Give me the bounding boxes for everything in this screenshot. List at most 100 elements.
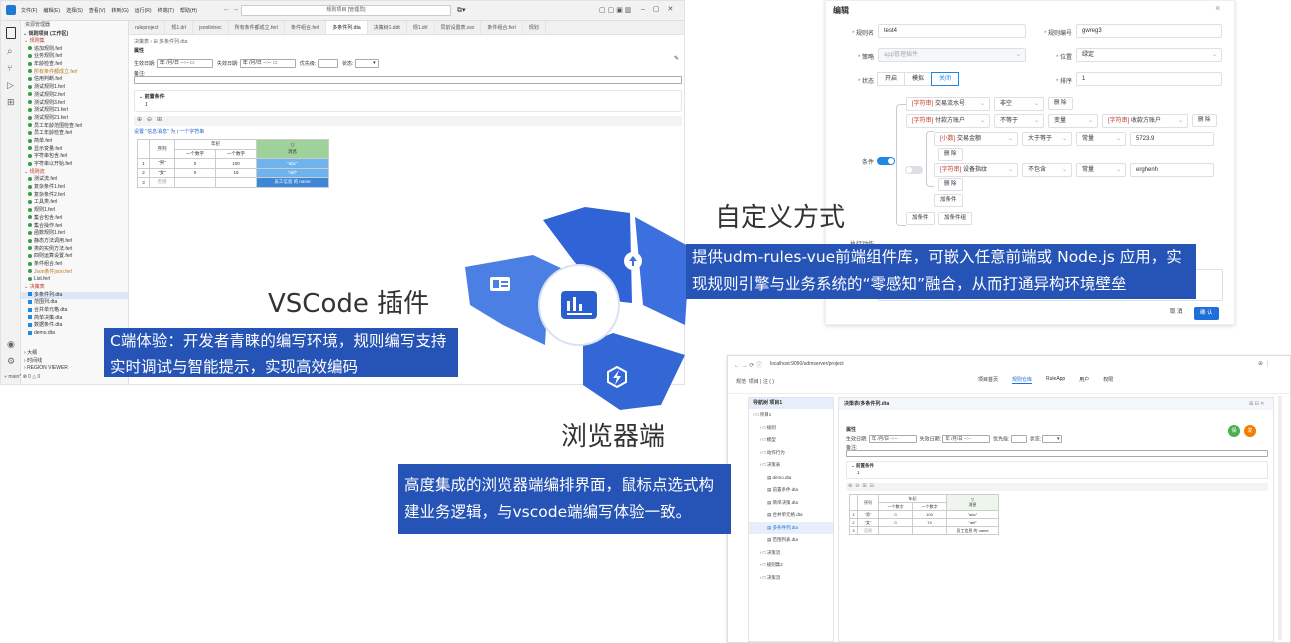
cell-seq[interactable]: 否则 xyxy=(149,177,175,188)
tree-file[interactable]: 类的实例方法.ferl xyxy=(21,246,128,254)
tree-file[interactable]: 规则1.ferl xyxy=(21,207,128,215)
editor-tab[interactable]: 多条件列.dta xyxy=(326,21,368,34)
status-option-2[interactable]: 关闭 xyxy=(931,72,960,86)
confirm-button[interactable]: 确 认 xyxy=(1194,307,1219,320)
brw-table-toolbar[interactable]: ⊕⊖⊞⊟ xyxy=(846,483,1268,491)
name-input[interactable]: test4 xyxy=(878,24,1026,38)
editor-tab[interactable]: jsonlintrec xyxy=(193,21,229,34)
tree-file[interactable]: 函数规则1.ferl xyxy=(21,230,128,238)
browser-url[interactable]: localhost:9090/udmserver/project xyxy=(770,361,844,367)
nav-tree-item[interactable]: ▤ 合并单元格.dta xyxy=(767,512,803,517)
brw-cell-a[interactable]: 0 xyxy=(878,510,913,519)
tree-file[interactable]: 简单决策.dta xyxy=(21,315,128,323)
workspace-title[interactable]: ⌄ 规则项目 (工作区) xyxy=(23,31,69,37)
cell-msg[interactable]: 员工信息 的 name xyxy=(256,177,329,188)
location-select[interactable]: 绿定⌄ xyxy=(1076,48,1222,62)
nav-tree-item[interactable]: › □ 决策表 xyxy=(760,462,781,467)
tree-file[interactable]: 测试流.ferl xyxy=(21,176,128,184)
cond4-delete-button[interactable]: 删 除 xyxy=(938,178,963,191)
tree-file[interactable]: 年龄检查.ferl xyxy=(21,61,128,69)
brw-cell-msg[interactable]: 员工信息 的 name xyxy=(946,526,999,535)
brw-precond-title[interactable]: ⌄ 前置条件 xyxy=(851,463,875,468)
group-toggle-off[interactable] xyxy=(905,166,923,174)
nav-tree-item[interactable]: ▤ demo.dta xyxy=(767,474,792,480)
layout-icons[interactable]: ▢▢▣▥ xyxy=(599,7,634,14)
table-toolbar[interactable]: ⊕⊖⊞ xyxy=(134,116,682,126)
top-nav-item[interactable]: 用户 xyxy=(1079,377,1090,383)
tree-file[interactable]: 复杂条件1.ferl xyxy=(21,184,128,192)
cond2-type[interactable]: 变量⌄ xyxy=(1048,114,1098,128)
nav-tree-item[interactable]: › □ 动作行为 xyxy=(760,449,785,455)
nav-tree-item[interactable]: › □ 项目1 xyxy=(753,412,772,417)
tree-file[interactable]: 数据条件.dta xyxy=(21,322,128,330)
brw-cell-seq[interactable]: "男" xyxy=(856,510,880,519)
extensions-icon[interactable]: ⊞ xyxy=(7,97,15,107)
cond2-op[interactable]: 不等于⌄ xyxy=(994,114,1044,128)
menu-item[interactable]: 转到(G) xyxy=(111,8,129,14)
command-search[interactable]: 规则项目 [管理员] xyxy=(241,5,451,16)
add-group-button[interactable]: 加条件组 xyxy=(938,212,973,225)
brw-cell-a[interactable]: 0 xyxy=(878,518,913,527)
cond4-value[interactable]: erghenh xyxy=(1130,163,1214,177)
nav-tree-item[interactable]: ▤ 前置条件.dta xyxy=(767,487,799,492)
editor-tab[interactable]: ruleproject xyxy=(129,21,166,34)
top-nav-item[interactable]: 项目首页 xyxy=(978,377,999,383)
menu-bar[interactable]: 文件(F)编辑(E)选择(S)查看(V)转到(G)运行(R)终端(T)帮助(H) xyxy=(21,7,203,14)
menu-item[interactable]: 文件(F) xyxy=(21,8,38,14)
tree-file[interactable]: 测试规则21.ferl xyxy=(21,107,128,115)
browser-scrollbar[interactable] xyxy=(1278,396,1282,640)
brw-cell-b[interactable]: 100 xyxy=(912,510,947,519)
brw-cell-seq[interactable]: 否则 xyxy=(856,526,880,535)
cond2-field2[interactable]: [字符串] 收款方账户⌄ xyxy=(1102,114,1188,128)
editor-tab[interactable]: 规1.drl xyxy=(407,21,435,34)
cond3-field[interactable]: [小数] 交易金额⌄ xyxy=(934,132,1018,146)
nav-tree-item[interactable]: › □ 决策流 xyxy=(760,574,781,580)
tree-file[interactable]: 追加规则.ferl xyxy=(21,46,128,54)
brw-cell-b[interactable] xyxy=(912,526,947,535)
tree-file[interactable]: 工具类.ferl xyxy=(21,199,128,207)
cond1-field[interactable]: [字符串] 交易流水号⌄ xyxy=(906,97,990,111)
nav-tree-item[interactable]: ▤ 多条件列.dta xyxy=(749,521,833,534)
status-option-1[interactable]: 模拟 xyxy=(904,72,933,86)
run-debug-icon[interactable]: ▷ xyxy=(7,80,14,90)
cell-a[interactable]: 0 xyxy=(173,158,216,169)
code-input[interactable]: gwreg3 xyxy=(1076,24,1222,38)
content-tools-icon[interactable]: ⊞ ⊟ ✕ xyxy=(1249,401,1265,407)
brw-cell-seq[interactable]: "女" xyxy=(856,518,880,527)
tree-file[interactable]: 四则运算设置.ferl xyxy=(21,253,128,261)
tree-file[interactable]: 测试规则21.ferl xyxy=(21,115,128,123)
tree-file[interactable]: Json条件json.ferl xyxy=(21,269,128,277)
top-nav-item[interactable]: RuleApp xyxy=(1046,376,1066,382)
cell-a[interactable]: 0 xyxy=(173,167,216,178)
cell-msg[interactable]: "def" xyxy=(256,167,329,178)
tree-file[interactable]: 测试规则1.ferl xyxy=(21,84,128,92)
brw-cell-b[interactable]: 74 xyxy=(912,518,947,527)
cond2-delete-button[interactable]: 删 除 xyxy=(1192,114,1217,127)
brw-exp-date[interactable]: 年 /月/日 --:-- xyxy=(942,435,991,443)
add-cond-button[interactable]: 加条件 xyxy=(906,212,935,225)
tree-file[interactable]: 范围列.dta xyxy=(21,299,128,307)
nav-arrows[interactable]: ← → xyxy=(223,6,239,13)
nav-tree-item[interactable]: › □ 决策流 xyxy=(760,549,781,555)
tree-file[interactable]: 条件组合.ferl xyxy=(21,261,128,269)
tree-file[interactable]: 多条件列.dta xyxy=(21,291,128,300)
tree-file[interactable]: 合并单元格.dta xyxy=(21,307,128,315)
tree-file[interactable]: List.ferl xyxy=(21,276,128,284)
remark-textarea[interactable] xyxy=(134,76,682,84)
status-option-0[interactable]: 开启 xyxy=(877,72,906,86)
brw-priority-input[interactable] xyxy=(1010,435,1027,443)
browser-nav-icons[interactable]: ← → ⟳ ⓘ xyxy=(734,363,763,369)
cell-seq[interactable]: "女" xyxy=(149,167,175,178)
brw-remark-textarea[interactable] xyxy=(846,450,1268,457)
search-icon[interactable]: ⌕ xyxy=(7,46,13,57)
copilot-icon[interactable]: ⧉▾ xyxy=(457,7,466,14)
cell-seq[interactable]: "男" xyxy=(149,158,175,169)
group-add-cond-button[interactable]: 加条件 xyxy=(934,194,963,207)
cell-msg[interactable]: "abc" xyxy=(256,158,329,169)
status-select[interactable]: ▾ xyxy=(354,59,379,68)
editor-tab[interactable]: 条件组合.ferl xyxy=(285,21,327,34)
cond-toggle-on[interactable] xyxy=(877,157,895,165)
cell-b[interactable]: 16 xyxy=(214,167,258,178)
tree-file[interactable]: 字符串以开始.ferl xyxy=(21,161,128,169)
nav-tree-item[interactable]: › □ 规则 xyxy=(760,424,776,430)
